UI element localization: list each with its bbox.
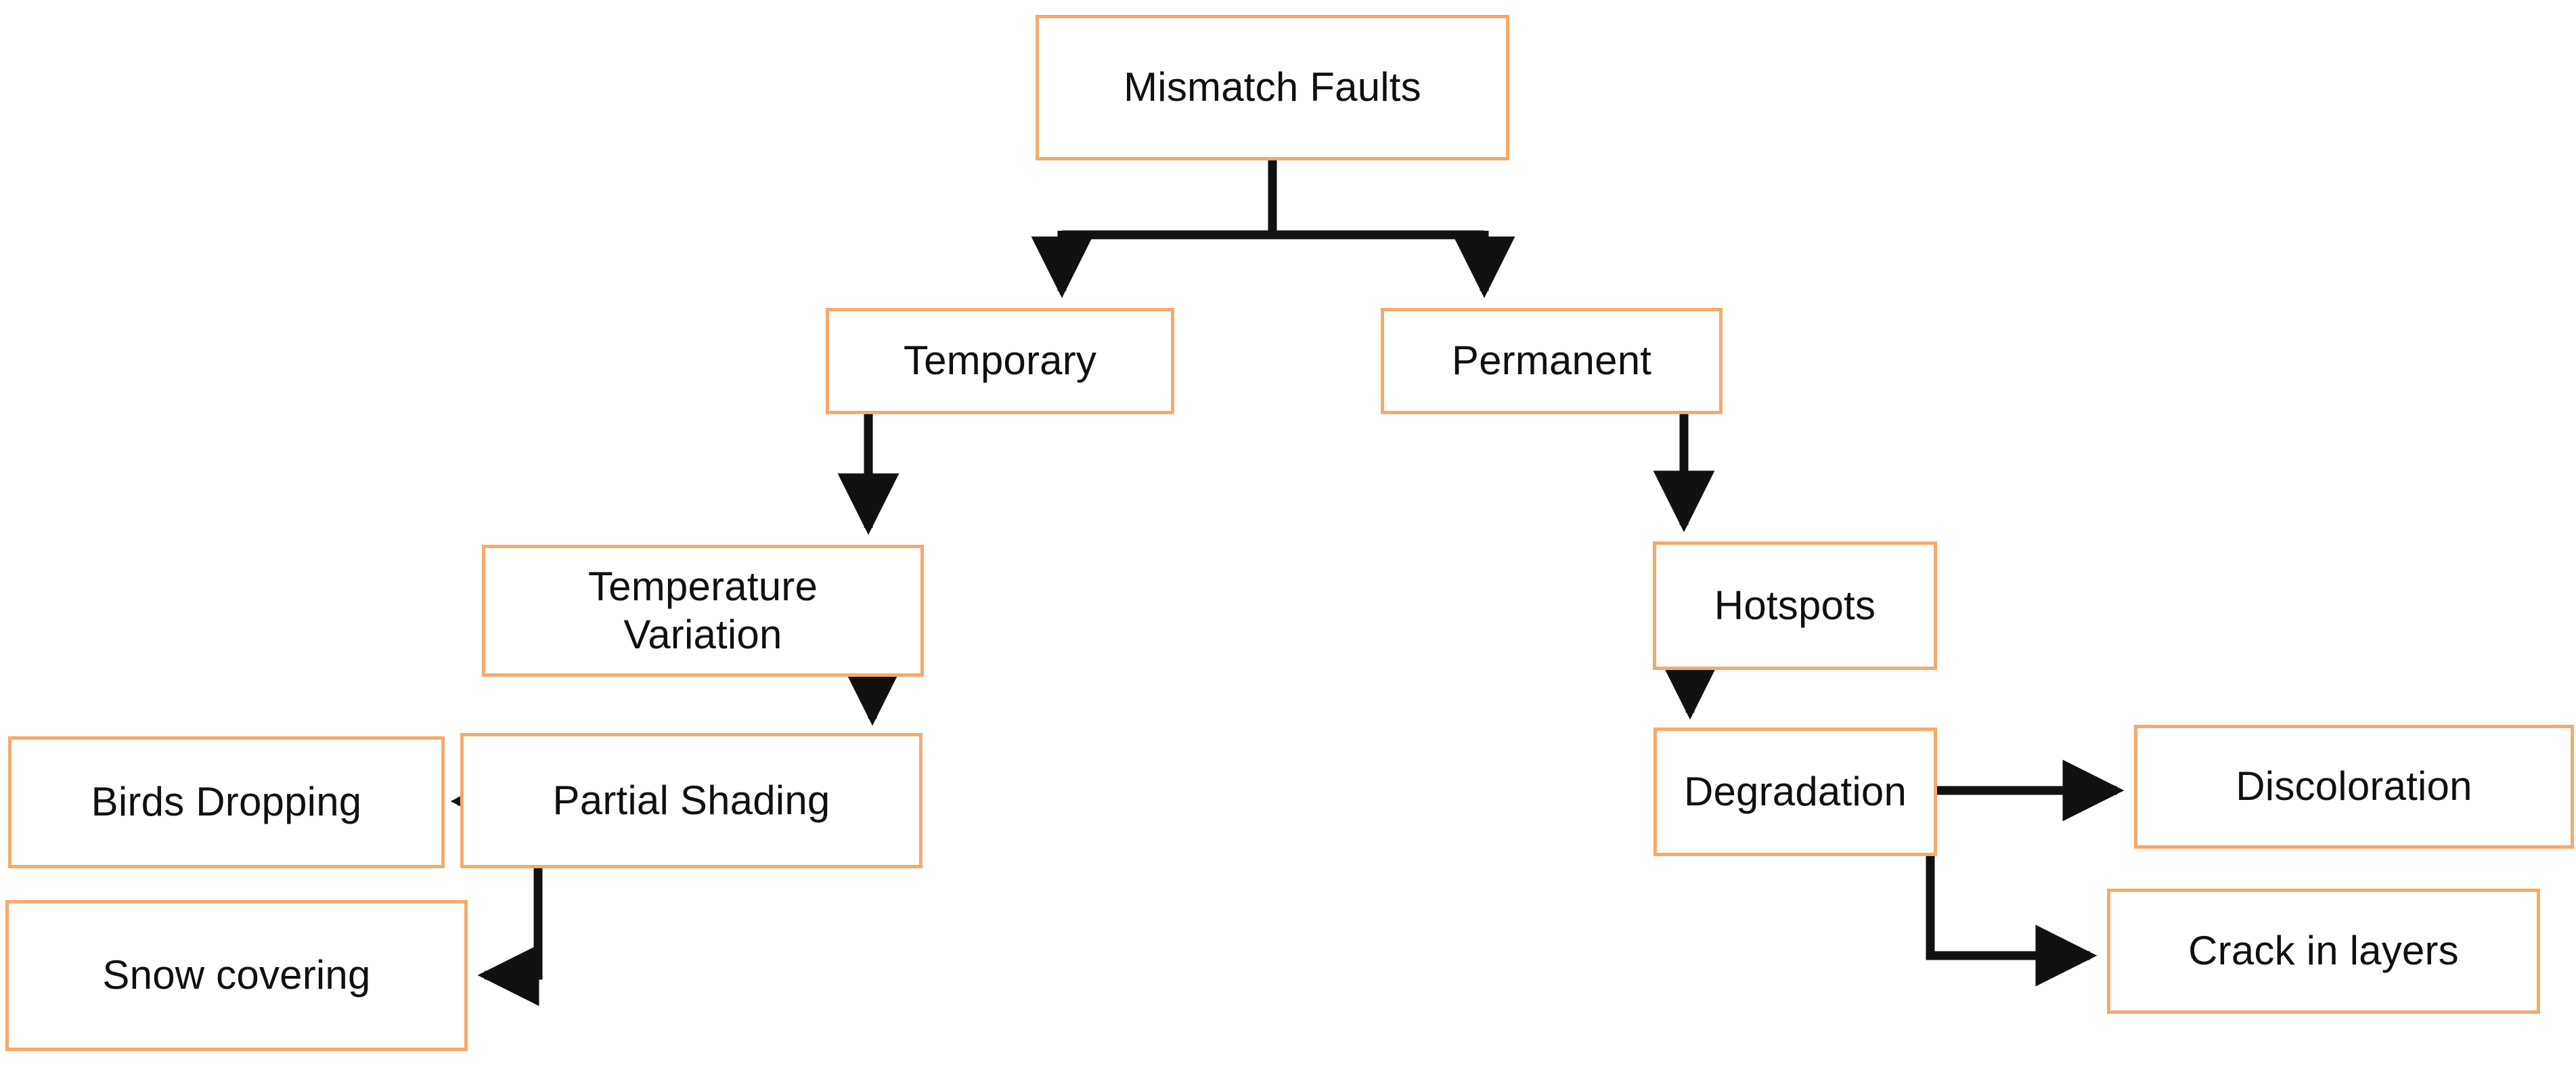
node-label: Partial Shading (552, 777, 830, 823)
node-permanent[interactable]: Permanent (1381, 308, 1723, 414)
node-label: Mismatch Faults (1124, 64, 1421, 110)
node-label: Hotspots (1714, 582, 1876, 628)
node-mismatch-faults[interactable]: Mismatch Faults (1036, 15, 1509, 160)
edge-partial-shading-snow-covering (477, 868, 543, 1006)
node-label: Snow covering (102, 952, 371, 998)
node-label: Temperature Variation (587, 563, 818, 657)
node-degradation[interactable]: Degradation (1653, 728, 1937, 856)
node-birds-dropping[interactable]: Birds Dropping (8, 736, 445, 868)
node-crack-in-layers[interactable]: Crack in layers (2107, 889, 2540, 1014)
node-label: Birds Dropping (91, 779, 362, 825)
node-label: Permanent (1451, 338, 1652, 384)
node-label: Crack in layers (2188, 928, 2459, 974)
node-temporary[interactable]: Temporary (826, 308, 1174, 414)
edge-degradation-crack-in-layers (1926, 856, 2097, 987)
node-discoloration[interactable]: Discoloration (2134, 725, 2574, 849)
node-label: Temporary (903, 338, 1097, 384)
node-temperature-variation[interactable]: Temperature Variation (482, 545, 924, 677)
node-partial-shading[interactable]: Partial Shading (460, 733, 923, 868)
node-hotspots[interactable]: Hotspots (1653, 541, 1937, 670)
node-label: Discoloration (2236, 763, 2472, 809)
node-label: Degradation (1683, 768, 1907, 814)
node-snow-covering[interactable]: Snow covering (5, 900, 468, 1051)
